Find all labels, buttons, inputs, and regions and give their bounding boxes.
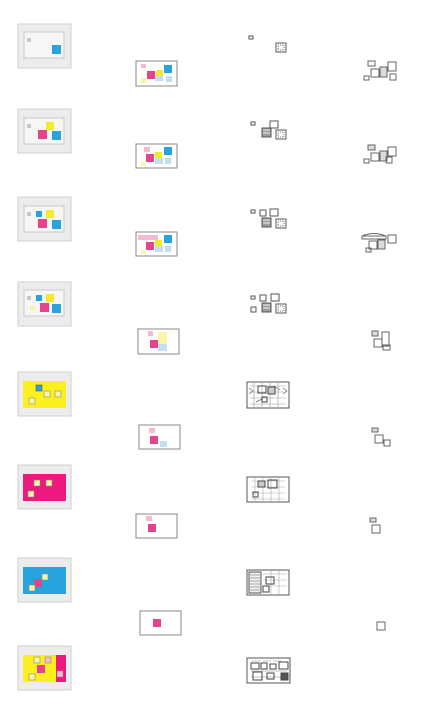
row-4 xyxy=(17,281,391,355)
source-thumbnail-2 xyxy=(17,108,72,154)
row-3 xyxy=(17,196,397,257)
composed-layout-5 xyxy=(138,424,181,450)
thumb-cyan-square xyxy=(52,45,61,54)
icon-cluster-1 xyxy=(363,60,397,81)
icon-cluster-2 xyxy=(363,144,397,164)
source-thumbnail-3 xyxy=(17,196,72,242)
wireframe-sketch-5 xyxy=(246,381,290,409)
wireframe-sketch-8 xyxy=(246,657,291,684)
icon-cluster-7 xyxy=(376,621,386,631)
icon-cluster-3 xyxy=(361,233,397,253)
source-thumbnail-6 xyxy=(17,464,72,510)
row-8 xyxy=(17,645,291,691)
wireframe-sketch-7 xyxy=(246,569,290,596)
composed-layout-2 xyxy=(135,143,178,169)
source-thumbnail-4 xyxy=(17,281,72,327)
composed-layout-3 xyxy=(135,231,178,257)
composed-layout-1 xyxy=(135,60,178,87)
icon-cluster-5 xyxy=(371,427,391,447)
row-5 xyxy=(17,371,391,450)
row-2 xyxy=(17,108,397,169)
composed-layout-6 xyxy=(135,513,178,539)
source-thumbnail-1 xyxy=(17,23,72,69)
source-thumbnail-8 xyxy=(17,645,72,691)
icon-cluster-6 xyxy=(369,517,381,534)
row-1 xyxy=(17,23,397,87)
wireframe-sketch-4 xyxy=(250,293,287,314)
source-thumbnail-5 xyxy=(17,371,72,417)
wireframe-sketch-1 xyxy=(248,35,287,53)
wireframe-sketch-2 xyxy=(250,120,287,140)
row-7 xyxy=(17,557,386,636)
wireframe-sketch-6 xyxy=(246,476,290,503)
row-6 xyxy=(17,464,381,539)
composed-layout-7 xyxy=(139,610,182,636)
wireframe-sketch-3 xyxy=(250,208,287,229)
icon-cluster-4 xyxy=(371,330,391,351)
source-thumbnail-7 xyxy=(17,557,72,603)
composed-layout-4 xyxy=(137,328,180,355)
